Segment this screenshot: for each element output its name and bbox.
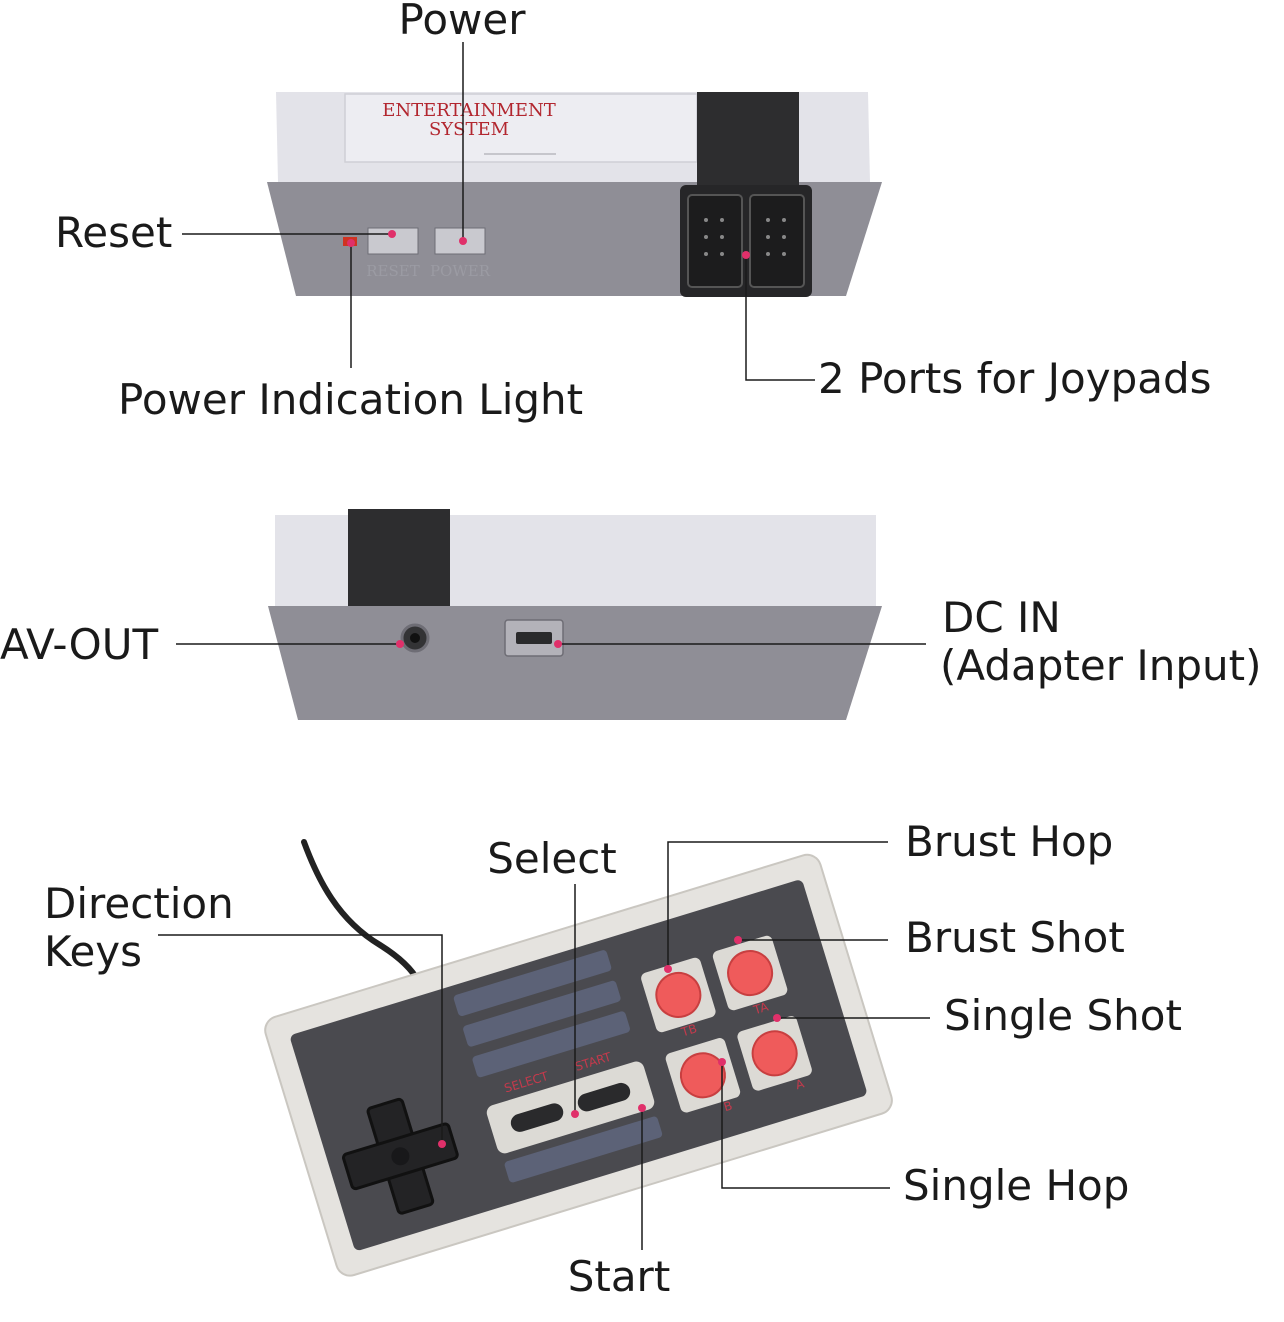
label-ports: 2 Ports for Joypads [818, 354, 1212, 403]
a-button[interactable] [747, 1026, 802, 1081]
brand-underline [484, 153, 556, 155]
brand-line-1: ENTERTAINMENT [382, 100, 555, 121]
leader-dot-brust-shot [734, 936, 742, 944]
brand-line-2: SYSTEM [429, 119, 509, 140]
b-button[interactable] [675, 1048, 730, 1103]
stripe-4 [504, 1116, 663, 1183]
tb-button[interactable] [651, 967, 706, 1022]
label-brust-shot: Brust Shot [905, 913, 1125, 962]
port-cover-strip [697, 92, 799, 192]
joypad-port-1 [687, 194, 743, 288]
stripe-1 [453, 950, 612, 1017]
leader-dot-power [459, 237, 467, 245]
leader-dot-reset [388, 230, 396, 238]
controller: SELECT START TB TA B A [264, 839, 893, 1277]
back-cover-strip [348, 509, 450, 609]
start-button[interactable] [576, 1081, 633, 1114]
leader-brust-hop [667, 841, 888, 969]
leader-dot-single-shot [773, 1014, 781, 1022]
label-single-shot: Single Shot [944, 991, 1182, 1040]
leader-dot-ports [742, 251, 750, 259]
power-mini-label: POWER [430, 262, 491, 280]
leader-single-hop [721, 1062, 890, 1189]
label-start: Start [568, 1252, 671, 1301]
leader-dot-dc-in [554, 640, 562, 648]
ta-button[interactable] [723, 946, 778, 1001]
label-direction-1: Direction [44, 879, 234, 928]
dpad[interactable] [332, 1088, 469, 1225]
leader-ports [745, 255, 815, 381]
ta-mini-label: TA [751, 999, 771, 1017]
console-front-view: ENTERTAINMENT SYSTEM RESET POWER [267, 92, 882, 297]
leader-dot-brust-hop [664, 965, 672, 973]
joypad-port-2 [749, 194, 805, 288]
stripe-3 [472, 1011, 630, 1078]
label-direction-2: Keys [44, 927, 142, 976]
select-button[interactable] [509, 1101, 566, 1134]
stripe-2 [463, 980, 621, 1047]
leader-dot-select [571, 1110, 579, 1118]
leader-dot-start [638, 1104, 646, 1112]
label-dc-in-2: (Adapter Input) [940, 641, 1262, 690]
leader-direction [158, 934, 443, 1144]
label-power: Power [399, 0, 527, 44]
label-single-hop: Single Hop [903, 1161, 1129, 1210]
leader-dot-av-out [396, 640, 404, 648]
label-power-light: Power Indication Light [118, 375, 583, 424]
reset-mini-label: RESET [366, 262, 419, 280]
label-reset: Reset [55, 208, 172, 257]
leader-dot-single-hop [718, 1058, 726, 1066]
console-back-face [268, 606, 882, 720]
reset-button[interactable] [367, 227, 419, 255]
leader-dot-power-light [347, 239, 355, 247]
leader-dot-direction [438, 1140, 446, 1148]
label-av-out: AV-OUT [0, 620, 158, 669]
b-mini-label: B [722, 1098, 734, 1114]
label-brust-hop: Brust Hop [905, 817, 1113, 866]
av-out-hole [410, 633, 420, 643]
controller-body: SELECT START TB TA B A [264, 853, 893, 1277]
tb-mini-label: TB [679, 1021, 699, 1039]
select-start-panel [486, 1061, 655, 1154]
dc-in-socket [516, 632, 552, 644]
label-dc-in-1: DC IN [942, 593, 1061, 642]
label-select: Select [487, 834, 617, 883]
console-back-view [268, 509, 882, 720]
